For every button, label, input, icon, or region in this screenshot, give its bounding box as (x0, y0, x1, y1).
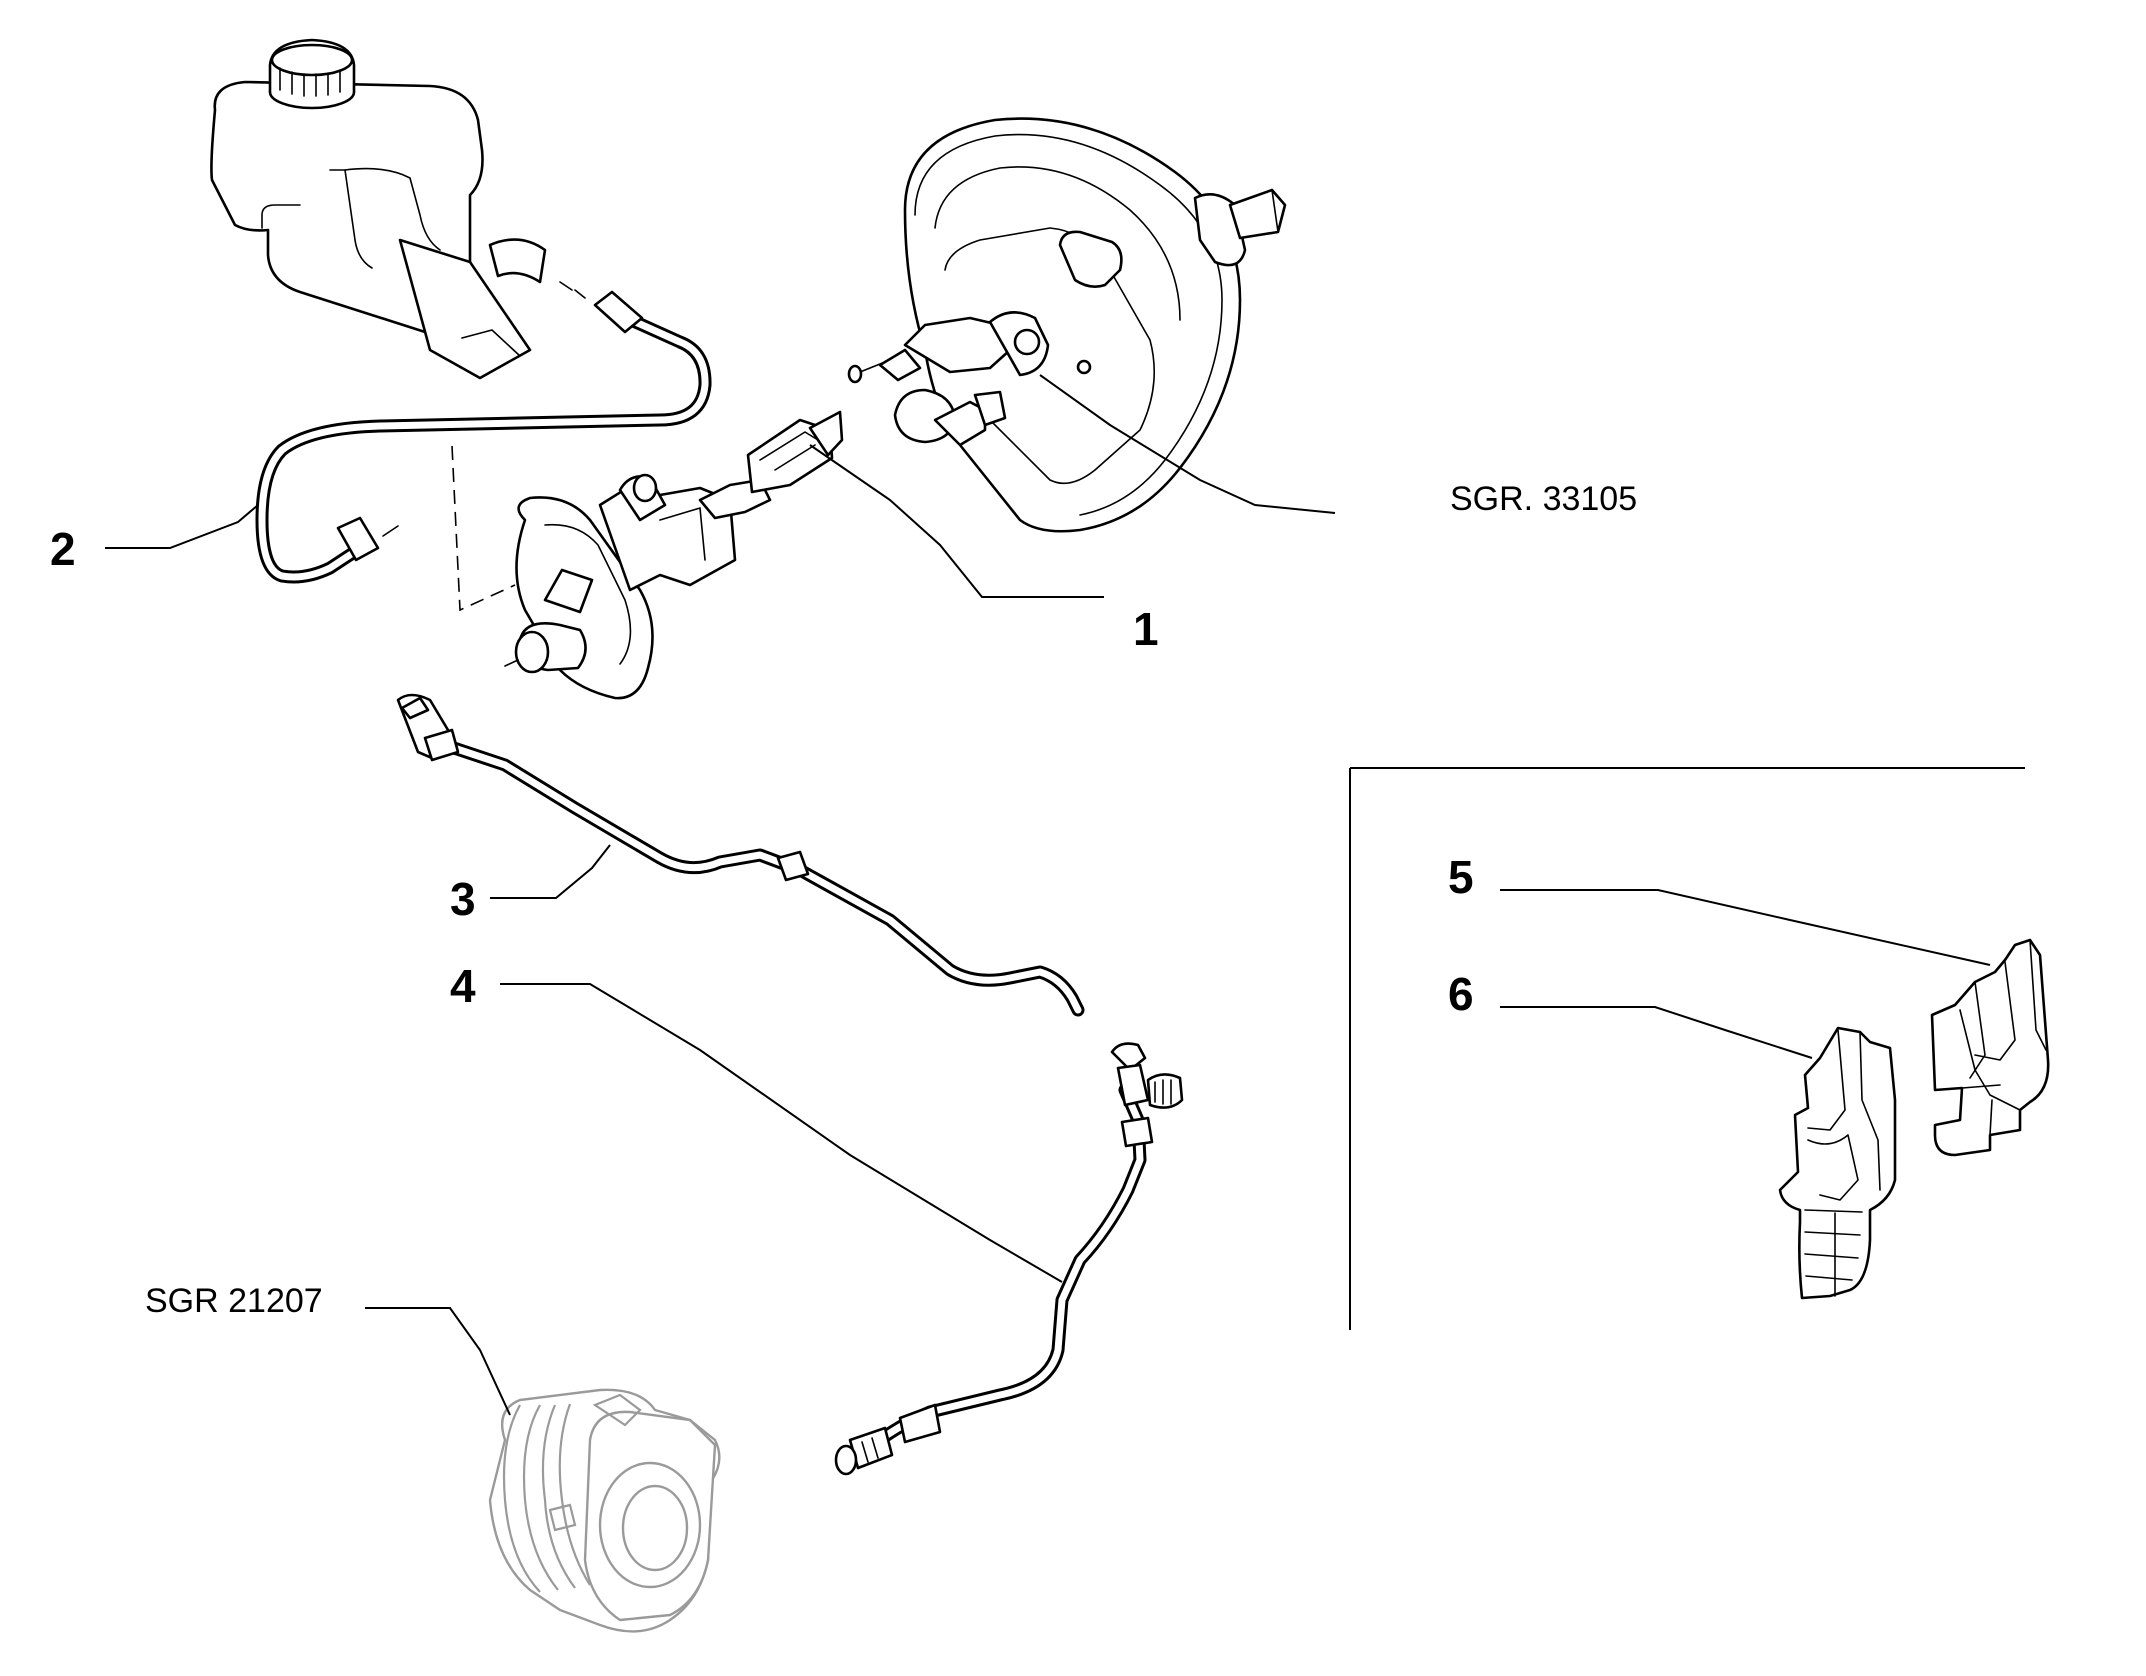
clip-5 (1930, 938, 2050, 1157)
callout-6: 6 (1448, 968, 1474, 1020)
pipe-2 (255, 281, 712, 612)
leader-lines (105, 374, 1991, 1416)
pipe-4 (834, 1042, 1184, 1476)
callout-5: 5 (1448, 851, 1474, 903)
callout-2: 2 (50, 523, 76, 575)
reference-brake-booster: SGR. 33105 (1450, 480, 1637, 518)
fluid-reservoir (210, 38, 547, 380)
release-bearing (488, 1388, 721, 1633)
brake-booster (847, 117, 1287, 533)
callout-4: 4 (450, 960, 476, 1012)
clip-6 (1778, 1026, 1897, 1300)
clips-panel (1349, 767, 2025, 1330)
callout-3: 3 (450, 873, 476, 925)
reference-release-bearing: SGR 21207 (145, 1282, 323, 1320)
master-cylinder (504, 410, 844, 700)
pipe-3 (396, 693, 1085, 1017)
callout-1: 1 (1133, 603, 1159, 655)
